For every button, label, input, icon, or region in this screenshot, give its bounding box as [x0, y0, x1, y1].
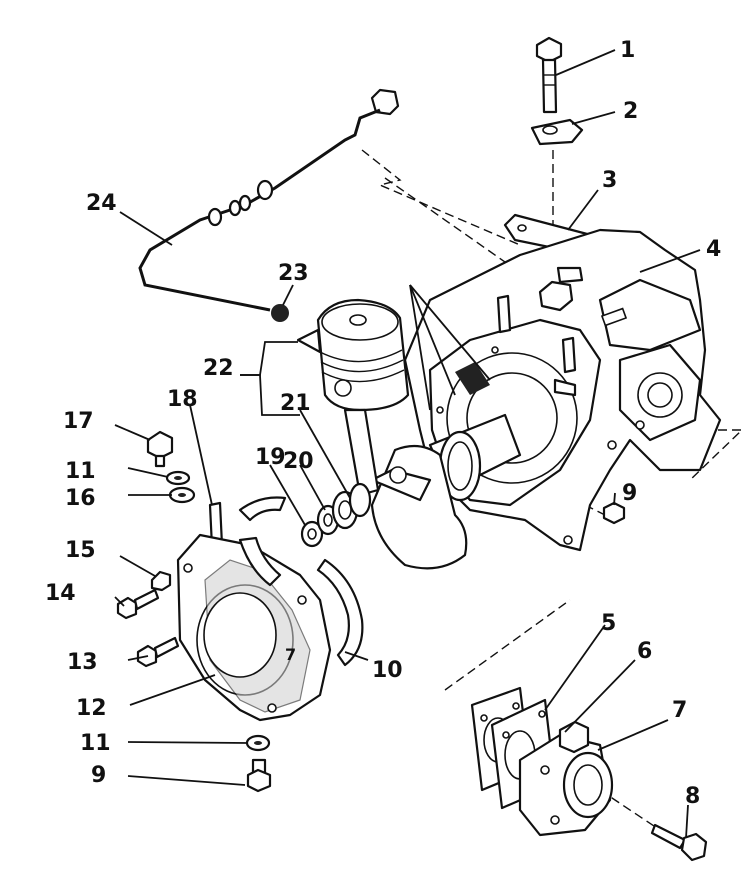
leader-lines	[114, 49, 701, 839]
callout-12: 12	[76, 696, 107, 721]
part-16-washer	[168, 486, 196, 504]
callout-5: 5	[601, 611, 616, 636]
part-14-bolt	[116, 588, 160, 620]
part-22-piston-assembly	[296, 298, 410, 497]
callout-2: 2	[623, 99, 638, 124]
part-15-nut	[150, 570, 172, 592]
parts-19-20-21	[300, 482, 372, 548]
callout-15: 15	[65, 538, 96, 563]
callout-8: 8	[685, 784, 700, 809]
callout-9-upper: 9	[622, 481, 637, 506]
callout-11-upper: 11	[65, 459, 96, 484]
callout-23: 23	[278, 261, 309, 286]
crankshaft	[370, 413, 522, 570]
callout-9-lower: 9	[91, 763, 106, 788]
part-9-bolt-upper	[602, 501, 626, 525]
part-9-bolt-lower	[246, 758, 272, 793]
callout-22: 22	[203, 356, 234, 381]
bearing-shells	[238, 496, 287, 587]
part-11-washer-upper	[165, 470, 191, 486]
part-23-ball	[271, 304, 289, 322]
callout-3: 3	[602, 168, 617, 193]
callout-19: 19	[255, 445, 286, 470]
callout-labels: 1 2 3 4 5 6 7 8 9 9 10 11 11 12 13 14 15…	[45, 38, 721, 809]
callout-1: 1	[620, 38, 635, 63]
part-2-tab-washer	[530, 118, 584, 146]
part-7-housing	[518, 720, 614, 837]
callout-20: 20	[283, 449, 314, 474]
part-24-oil-pipe	[138, 88, 400, 312]
part-13-bolt	[136, 636, 180, 668]
callout-17: 17	[63, 409, 94, 434]
part-11-washer-lower	[245, 734, 271, 752]
callout-7: 7	[672, 698, 687, 723]
callout-6: 6	[637, 639, 652, 664]
callout-13: 13	[67, 650, 98, 675]
part-10-gasket	[316, 558, 364, 667]
part-1-bolt	[535, 36, 563, 114]
callout-18: 18	[167, 387, 198, 412]
callout-16: 16	[65, 486, 96, 511]
callout-4: 4	[706, 237, 721, 262]
callout-11-lower: 11	[80, 731, 111, 756]
callout-10: 10	[372, 658, 403, 683]
callout-24: 24	[86, 191, 117, 216]
part-8-bolt	[650, 823, 708, 862]
callout-21: 21	[280, 391, 311, 416]
callout-14: 14	[45, 581, 76, 606]
part-17-bolt	[146, 430, 174, 468]
casting-mark: 7	[285, 645, 296, 664]
